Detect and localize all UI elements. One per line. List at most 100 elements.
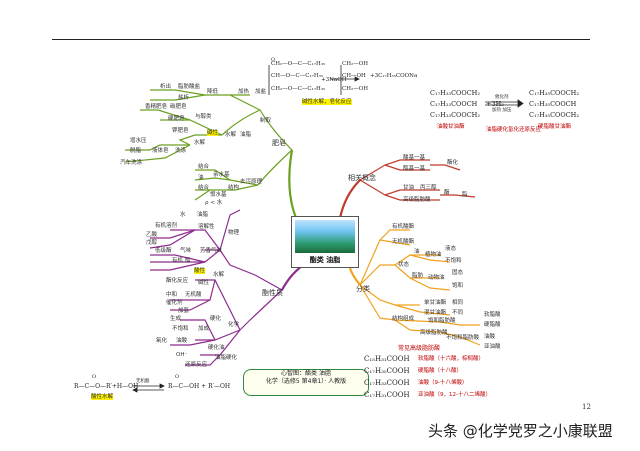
soap-heat: 加热 [238, 89, 250, 95]
concept-a1: 酸基一基 [403, 155, 426, 161]
classify-k23: 亚油酸 [484, 344, 501, 350]
prop-p11: 低级酯 [155, 248, 172, 254]
soap-c3: 结合 [198, 185, 210, 191]
soap-reduce: 降低 [207, 89, 219, 95]
ester-left: R—C—O—R′+H—OH [74, 383, 139, 390]
classify-k14: 相同 [452, 300, 464, 306]
soap-hydrolysis: 水解 [194, 140, 206, 146]
prop-p16: 硬化 [210, 316, 222, 322]
prop-p7: 气味 [180, 248, 192, 254]
soap-c5: 去污原理 [240, 179, 263, 185]
branch-classify: 分类 [356, 285, 370, 293]
sapon-a2: CH—O—C—C₁₇H₃₅ [271, 73, 324, 79]
classify-k22: 油酸 [484, 334, 496, 340]
ester-o-right: O [175, 374, 180, 380]
sapon-a1: CH₂—O—C—C₁₇H₃₅ [271, 61, 326, 67]
soap-s3: 与醇类 [195, 114, 212, 120]
soap-c2: 亲水基 [213, 172, 230, 178]
prop-p33: 醇 [185, 258, 191, 264]
prop-p10: 戊醇 [146, 240, 158, 246]
classify-k1: 有机酸酯 [392, 224, 415, 230]
soap-c6: 结构 [228, 185, 240, 191]
soap-s10: 液体皂 [152, 148, 169, 154]
hyd-r3: C₁₇H₃₅COOCH₂ [529, 111, 579, 119]
prop-p14: 酯化反应 [166, 278, 189, 284]
prop-p18: 加氢 [178, 308, 190, 314]
prop-p27: 油酸 [176, 338, 188, 344]
concept-a2: 醇基一基 [403, 166, 426, 172]
soap-s9: 脱脂 [130, 148, 142, 154]
classify-k13: 混甘油酯 [424, 310, 447, 316]
fatty-acid-formula: C₁₅H₃₁COOH [364, 355, 410, 363]
prop-p4: 有机溶剂 [155, 223, 178, 229]
fatty-acid-formula: C₁₇H₃₅COOH [364, 367, 410, 375]
classify-k9: 动物油 [428, 275, 445, 281]
soap-fat: 油脂 [240, 132, 252, 138]
prop-p17: 无机酸 [185, 292, 202, 298]
hyd-name-left: 油酸甘油酯 [437, 124, 465, 130]
watermark: 头条 @化学党罗之小康联盟 [428, 422, 613, 440]
prop-p3: 油脂 [197, 212, 209, 218]
prop-p5: 溶解性 [198, 224, 215, 230]
soap-product: 制取 [260, 118, 272, 124]
prop-p2: 水 [180, 212, 186, 218]
source-line2: 化学（选修5 第4章1）· 人教版 [265, 378, 347, 385]
prop-p13: 碱性 [198, 280, 210, 286]
sapon-a3: CH₂—O—C—C₁₇H₃₅ [271, 86, 326, 92]
branch-soap: 肥皂 [272, 139, 286, 147]
fatty-acid-formula: C₁₇H₃₁COOH [364, 391, 410, 399]
prop-p24: 氧化 [156, 338, 168, 344]
soap-alkali: 碱性 [207, 130, 219, 136]
fatty-acids-title: 常见高级脂肪酸 [398, 345, 441, 352]
sapon-b3: CH₂—OH [342, 86, 369, 92]
center-node: 酯类 油脂 [291, 216, 359, 268]
page-number: 12 [582, 403, 591, 411]
hyd-l1: C₁₇H₃₃COOCH₂ [430, 89, 480, 97]
prop-p19: 催化剂 [166, 300, 183, 306]
soap-s4: 香精肥皂 [145, 104, 168, 110]
prop-p23: 化学 [228, 322, 240, 328]
source-box: 心智图：酯类 油脂 化学（选修5 第4章1）· 人教版 [243, 369, 369, 396]
classify-k6: 液态 [445, 246, 457, 252]
classify-k12: 单甘油酯 [424, 300, 447, 306]
ester-cond: 无机酸 [136, 379, 150, 384]
hyd-condition: 加热 加压 [492, 108, 512, 113]
classify-k16: 结构组成 [392, 316, 415, 322]
concept-a6: 高级脂肪酸 [403, 197, 431, 203]
classify-k7: 不饱和 [445, 258, 462, 264]
prop-p32: 有机 [172, 258, 184, 264]
concept-a8: 脂 [462, 192, 468, 198]
soap-salting: 盐析 [178, 95, 190, 101]
ester-tag: 酸性水解 [91, 394, 114, 400]
center-image [295, 220, 355, 253]
branch-properties: 酯性质 [262, 289, 283, 297]
soap-water: 水解 [225, 132, 237, 138]
sapon-prod: +3C₁₇H₃₅COONa [370, 73, 418, 79]
classify-k17: 饱和脂肪酸 [428, 318, 456, 324]
concept-a7: 酯 [444, 190, 450, 196]
classify-k15: 不同 [452, 310, 464, 316]
prop-p29: 还原反应 [185, 362, 208, 368]
classify-k21: 硬脂酸 [484, 322, 501, 328]
soap-wash: 洗涤 [175, 148, 187, 154]
fatty-acid-desc: 硬脂酸（十八酸） [418, 368, 463, 374]
classify-k18: 不饱和脂肪酸 [446, 335, 480, 341]
soap-c7: 油 [198, 175, 204, 181]
prop-p8: 芳香气味 [200, 248, 223, 254]
hyd-caption: 油脂硬化氢化还原反应 [486, 127, 542, 133]
classify-k11: 饱和 [452, 283, 464, 289]
ester-right: R—C—OH + R′—OH [168, 383, 231, 390]
hyd-r1: C₁₇H₃₅COOCH₂ [529, 89, 579, 97]
soap-s8: 增水压 [130, 138, 147, 144]
hyd-l2: C₁₇H₃₃COOCH [430, 100, 478, 108]
fatty-acid-desc: 油酸（9-十八烯酸） [418, 380, 468, 386]
sapon-b1: CH₂—OH [342, 61, 369, 67]
classify-k8: 脂肪 [412, 273, 424, 279]
sapon-o-1: O [271, 57, 276, 63]
prop-p15: 水解 [213, 272, 225, 278]
ester-o-left: O [92, 374, 97, 380]
prop-p22: 不饱和 [172, 326, 189, 332]
header-rule [52, 39, 590, 40]
soap-c4: 憎水基 [210, 192, 227, 198]
branch-concept: 相关概念 [348, 174, 376, 182]
